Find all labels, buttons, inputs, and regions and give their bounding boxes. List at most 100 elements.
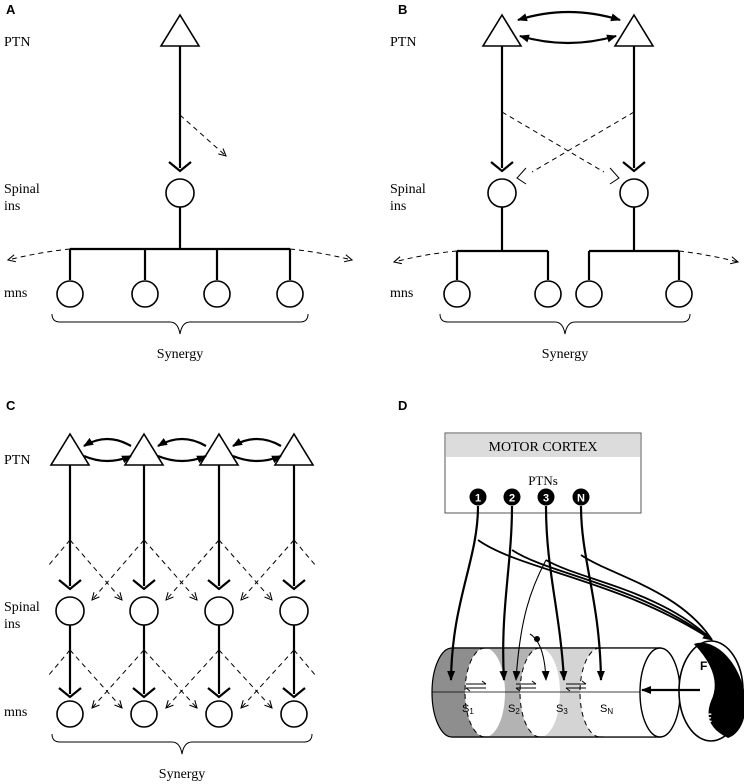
ptn-neuron	[49, 432, 91, 466]
ptn-interaction-bottom	[519, 34, 617, 45]
ptn-3-branch	[512, 559, 547, 681]
motoneuron	[575, 280, 603, 308]
ins-label: ins	[390, 199, 406, 214]
mns-label: mns	[390, 286, 413, 301]
ptn-neuron	[273, 432, 315, 466]
cylinder-left-end	[431, 647, 453, 738]
mns-label: mns	[4, 286, 27, 301]
synapse	[132, 579, 156, 591]
motoneuron	[130, 700, 158, 728]
collateral-arrow	[166, 649, 220, 708]
collateral-arrow	[218, 539, 272, 600]
panel-c: C PTN Spinal ins mns Synergy	[4, 398, 317, 782]
connection-symbol	[465, 680, 487, 692]
cylinder-right-cap	[639, 647, 681, 738]
collateral-arrow	[92, 539, 145, 600]
branch-junction	[534, 636, 540, 642]
segment-boundary	[579, 647, 601, 738]
collateral-arrow	[143, 539, 197, 600]
panel-b: B PTN Spinal ins mns Synergy	[390, 2, 738, 362]
motoneuron	[205, 700, 233, 728]
synapse	[207, 687, 231, 699]
motoneuron	[56, 700, 84, 728]
synapse	[168, 161, 192, 173]
panel-a: A PTN Spinal ins mns Synergy	[4, 2, 352, 362]
interneuron	[55, 596, 85, 626]
collateral-arrow	[241, 539, 295, 600]
synapse	[58, 687, 82, 699]
synapse	[490, 161, 514, 173]
ins-label: ins	[4, 617, 20, 632]
joint-projection	[580, 554, 713, 641]
motoneuron	[56, 280, 84, 308]
joint-projection	[477, 539, 713, 641]
joint-projection	[545, 559, 713, 641]
synergy-label: Synergy	[159, 767, 205, 782]
collateral-arrow	[179, 114, 226, 156]
spinal-label: Spinal	[4, 600, 40, 615]
spinal-label: Spinal	[4, 182, 40, 197]
ptns-label: PTNs	[528, 473, 558, 488]
panel-b-letter: B	[398, 2, 407, 17]
interneuron	[619, 178, 649, 208]
synapse	[132, 687, 156, 699]
ptn-number: 1	[475, 493, 481, 505]
segment-boundary	[464, 647, 486, 738]
collateral-arrow	[241, 649, 295, 708]
segment-label: S3	[556, 703, 568, 716]
ptn-marker	[503, 488, 521, 506]
segment-boundary	[519, 647, 541, 738]
interneuron	[129, 596, 159, 626]
synapse	[622, 161, 646, 173]
flexion-label: F	[700, 659, 707, 673]
collateral-edge	[47, 649, 71, 677]
ptn-marker	[469, 488, 487, 506]
ptn-interaction	[232, 454, 282, 464]
motor-cortex-header	[446, 434, 640, 457]
motoneuron	[280, 700, 308, 728]
segment-label: S2	[508, 703, 520, 716]
motoneuron	[131, 280, 159, 308]
spinal-label: Spinal	[390, 182, 426, 197]
segment-label: SN	[600, 703, 613, 716]
interneuron	[487, 178, 517, 208]
panel-a-letter: A	[6, 2, 16, 17]
ptn-number: 3	[543, 493, 549, 505]
ptn-interaction	[157, 454, 207, 464]
cross-collateral	[501, 111, 605, 173]
synergy-label: Synergy	[542, 347, 588, 362]
synergy-brace	[439, 313, 691, 335]
ptn-neuron-right	[613, 13, 655, 47]
connection-symbol	[565, 680, 587, 692]
collateral-edge	[293, 539, 317, 567]
ptn-label: PTN	[4, 453, 30, 468]
ptn-number: N	[577, 493, 585, 505]
collateral-edge	[293, 649, 317, 677]
ptn-interaction	[83, 437, 132, 447]
ptn-marker	[572, 488, 590, 506]
ptn-2-projection	[499, 505, 514, 681]
divergence-arrow-left	[8, 248, 71, 260]
synergy-brace	[51, 313, 309, 335]
ptn-branch	[529, 633, 550, 681]
ptn-neuron	[198, 432, 240, 466]
synergy-label: Synergy	[157, 347, 203, 362]
joint-extension-region	[693, 642, 744, 738]
synergy-brace	[51, 733, 313, 755]
motoneuron-pool-cylinder	[431, 647, 681, 738]
ptn-interaction	[83, 454, 132, 464]
inhibitory-terminal	[609, 167, 620, 185]
ptn-number: 2	[509, 493, 515, 505]
divergence-arrow-right	[289, 248, 352, 260]
ptn-1-projection	[447, 505, 480, 681]
joint-diagram: F E	[678, 640, 744, 742]
segment-3	[540, 648, 600, 737]
connection-symbol	[515, 680, 537, 692]
segment-2	[485, 648, 540, 737]
interneuron	[279, 596, 309, 626]
ptn-interaction	[232, 437, 282, 447]
collateral-arrow	[166, 539, 220, 600]
interneuron	[165, 178, 195, 208]
panel-d-letter: D	[398, 398, 407, 413]
synapse	[282, 687, 306, 699]
